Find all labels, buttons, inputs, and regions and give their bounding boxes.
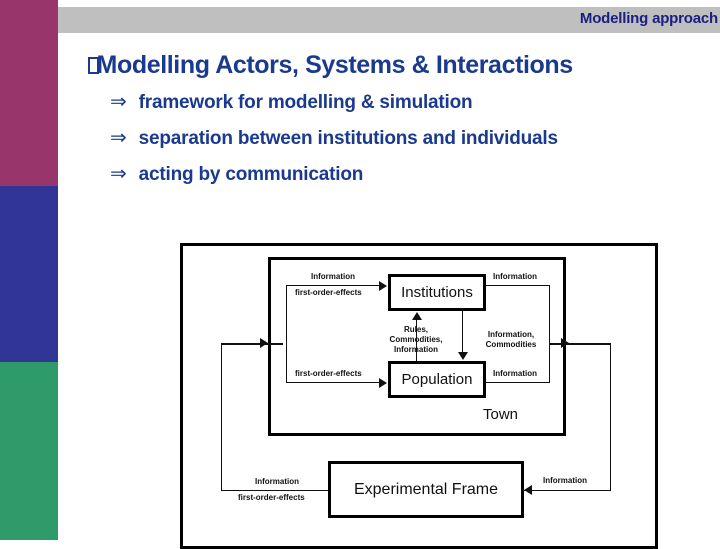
header-band: Modelling approach [58, 7, 720, 33]
node-institutions-label: Institutions [401, 284, 473, 301]
edge-feedback-up-vertical [221, 343, 222, 491]
arrowhead-into-experimental-frame [524, 485, 532, 495]
node-population: Population [388, 361, 486, 398]
edge-town-out-horizontal [549, 343, 611, 345]
edge-left-feed-horizontal [221, 343, 283, 345]
arrowhead-out-of-town [561, 338, 569, 348]
architecture-diagram: Town Institutions Population Experimenta… [180, 243, 658, 549]
edge-institutions-out-horizontal [486, 285, 549, 286]
edge-label-line-1: Rules, [403, 325, 428, 334]
bullet-item-1-label: separation between institutions and indi… [138, 128, 558, 149]
edge-label-institutions-information: Information [311, 272, 355, 281]
bullet-item-0: ⇒ framework for modelling & simulation [110, 89, 473, 114]
arrowhead-institutions-to-population [458, 352, 468, 360]
bullet-item-2: ⇒ acting by communication [110, 161, 363, 186]
edge-right-collector-vertical [549, 285, 550, 383]
edge-label-line-2: Commodities [485, 340, 537, 349]
sidebar-band-magenta [0, 0, 58, 186]
bullet-item-0-label: framework for modelling & simulation [138, 92, 473, 113]
arrowhead-into-institutions [379, 281, 387, 291]
slide-heading: Modelling Actors, Systems & Interactions [88, 51, 573, 80]
node-experimental-frame-label: Experimental Frame [353, 480, 499, 498]
edge-label-line-1: Information, [487, 330, 535, 339]
double-arrow-right-icon: ⇒ [110, 163, 127, 185]
edge-label-frame-out-first-order: first-order-effects [238, 493, 305, 502]
edge-label-institutions-first-order: first-order-effects [295, 288, 362, 297]
double-arrow-right-icon: ⇒ [110, 91, 127, 113]
edge-label-frame-in-information: Information [543, 476, 587, 485]
page-title: Modelling approach [579, 10, 718, 27]
edge-label-line-3: Information [394, 345, 438, 354]
edge-frame-out-horizontal [221, 490, 328, 491]
town-label: Town [483, 406, 519, 423]
edge-population-out-horizontal [486, 382, 549, 383]
sidebar-band-blue [0, 186, 58, 362]
arrowhead-into-population [379, 378, 387, 388]
double-arrow-right-icon: ⇒ [110, 127, 127, 149]
edge-label-information-commodities: Information, Commodities [471, 330, 551, 350]
arrowhead-into-town [260, 338, 268, 348]
edge-label-population-out-information: Information [493, 369, 537, 378]
node-population-label: Population [401, 371, 473, 388]
edge-label-population-first-order: first-order-effects [295, 369, 362, 378]
edge-label-line-2: Commodities, [389, 335, 443, 344]
arrowhead-population-to-institutions [412, 312, 422, 320]
sidebar-band-green [0, 362, 58, 540]
edge-label-rules-commodities-information: Rules, Commodities, Information [371, 325, 461, 355]
edge-to-institutions-horizontal [286, 285, 382, 286]
slide-content: Modelling Actors, Systems & Interactions… [58, 33, 720, 549]
node-experimental-frame: Experimental Frame [328, 461, 524, 518]
slide-heading-text: Modelling Actors, Systems & Interactions [96, 51, 574, 79]
edge-distribution-vertical [286, 285, 287, 383]
bullet-item-2-label: acting by communication [138, 164, 364, 185]
edge-into-frame-horizontal [524, 490, 611, 491]
edge-label-frame-out-information: Information [255, 477, 299, 486]
node-institutions: Institutions [388, 274, 486, 311]
edge-institutions-to-population [462, 311, 463, 353]
bullet-item-1: ⇒ separation between institutions and in… [110, 125, 558, 150]
edge-to-population-horizontal [286, 382, 382, 383]
edge-right-down-vertical [610, 343, 611, 490]
edge-label-institutions-out-information: Information [493, 272, 537, 281]
edge-population-to-institutions [416, 320, 417, 361]
sidebar-color-bands [0, 0, 58, 540]
